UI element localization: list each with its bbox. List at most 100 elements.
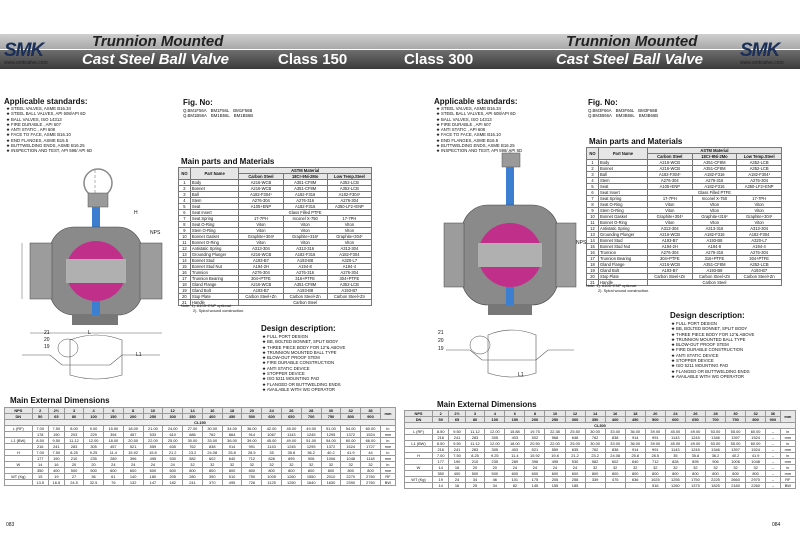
fig-code: BM1B56L	[210, 113, 230, 119]
row-label	[403, 482, 434, 489]
table-cell: 76	[102, 479, 124, 486]
star-bullet: ★	[6, 132, 12, 138]
list-item: ★ FACE TO FACE, ASME B16.10	[436, 132, 522, 137]
table-cell: 370	[201, 479, 223, 486]
table-cell: 32.5	[83, 479, 104, 486]
fig-code: BM1F56L	[210, 108, 230, 113]
dim-label-l1: L1	[518, 372, 524, 378]
standards-heading: Applicable standards:	[4, 97, 88, 106]
star-bullet: ★	[262, 371, 268, 377]
list-item-text: BLOW-OUT PROOF STEM	[676, 342, 729, 348]
star-bullet: ★	[671, 347, 677, 353]
star-bullet: ★	[6, 121, 12, 127]
star-bullet: ★	[671, 336, 676, 342]
row-unit: BW	[379, 479, 397, 486]
smk-logo: SMK www.smkvalve.com	[740, 40, 784, 66]
list-item: ★ ANTI STATIC , API 608	[6, 127, 92, 132]
list-item-text: FIRE DURABLE , API 607	[441, 121, 491, 127]
star-bullet: ★	[6, 106, 12, 111]
table-cell	[624, 482, 646, 489]
design-list: ★ FULL PORT DESIGN★ BB, BOLTED BONNET, S…	[671, 321, 754, 379]
table-cell	[604, 482, 626, 489]
dim-label-h: H	[134, 210, 138, 216]
table-cell: 1825	[704, 482, 727, 489]
star-bullet: ★	[436, 106, 442, 111]
list-item-text: STOPPER DEVICE	[267, 371, 305, 377]
title-line-1: Trunnion Mounted	[566, 33, 698, 50]
star-bullet: ★	[436, 137, 442, 143]
star-bullet: ★	[671, 358, 677, 364]
star-bullet: ★	[262, 339, 268, 345]
table-cell: 516	[644, 482, 666, 489]
standards-heading: Applicable standards:	[434, 97, 518, 106]
unit-header: mm	[379, 407, 397, 420]
fig-code: BM3B66B	[638, 113, 659, 119]
table-cell: --	[765, 482, 781, 489]
star-bullet: ★	[671, 321, 677, 326]
list-item: ★ FLANGED OR BUTTWELDING ENDS	[671, 369, 754, 374]
list-item: ★ AVAILABLE WITH WG OPERATOR	[671, 374, 754, 379]
table-cell: 241	[182, 479, 203, 486]
dims-heading: Main External Dimensions	[10, 396, 110, 405]
star-bullet: ★	[436, 143, 442, 149]
standards-list: ★ STEEL VALVES, ASME B16.34★ STEEL BALL …	[6, 106, 92, 154]
star-bullet: ★	[671, 368, 677, 374]
list-item-text: FIRE DURABLE , API 607	[11, 121, 61, 127]
list-item-text: STOPPER DEVICE	[676, 358, 714, 364]
title-line-1: Trunnion Mounted	[92, 33, 224, 50]
fig-heading: Fig. No:	[588, 98, 618, 107]
list-item: ★ THREE PIECE BODY FOR 12"& ABOVE	[671, 332, 754, 337]
list-item-text: INSPECTION AND TEST, API 598/ API 6D	[11, 148, 93, 154]
col-no: NO	[586, 147, 599, 160]
materials-notes: Note: 1). A105+ENP optional.2). Spiral w…	[181, 303, 245, 313]
list-item: ★ STEEL VALVES, ASME B16.34	[436, 106, 522, 111]
table-cell: 1630	[320, 479, 342, 486]
col-part-name: Part Name	[189, 167, 240, 180]
dim-label-nps: NPS	[150, 230, 161, 236]
star-bullet: ★	[436, 148, 442, 154]
list-item: ★ ISO 5211 MOUNTING PAD	[262, 376, 345, 381]
list-item: ★ STEEL BALL VALVES, API 608/API 6D	[436, 111, 522, 116]
table-cell: 155	[544, 482, 566, 489]
page-number: 084	[772, 522, 781, 528]
list-item: ★ END FLANGES, ASME B16.5	[436, 138, 522, 143]
star-bullet: ★	[671, 363, 677, 369]
design-list: ★ FULL PORT DESIGN★ BB, BOLTED BONNET, S…	[262, 334, 345, 392]
list-item-text: ANTI STATIC , API 608	[440, 127, 486, 133]
list-item-text: ISO 5211 MOUNTING PAD	[267, 376, 320, 382]
unit-header: mm	[779, 410, 797, 423]
header-band-light	[0, 34, 400, 49]
title-line-2: Cast Steel Ball Valve	[82, 51, 230, 68]
star-bullet: ★	[262, 355, 268, 361]
list-item: ★ FLANGED OR BUTTWELDING ENDS	[262, 382, 345, 387]
list-item-text: AVAILABLE WITH WG OPERATOR	[266, 386, 336, 392]
list-item: ★ BALL VALVES, ISO 14313	[436, 117, 522, 122]
star-bullet: ★	[262, 365, 267, 371]
table-cell: Carbon Steel+Zn	[326, 293, 373, 300]
list-item: ★ END FLANGES, ASME B16.5	[6, 138, 92, 143]
list-item: ★ BLOW-OUT PROOF STEM	[671, 342, 754, 347]
list-item-text: END FLANGES, ASME B16.5	[441, 137, 499, 143]
list-item: ★ ANTI STATIC DEVICE	[671, 353, 754, 358]
list-item-text: FULL PORT DESIGN	[676, 321, 718, 326]
col-no: NO	[178, 167, 191, 180]
table-cell: Carbon Steel+Zn	[736, 273, 782, 280]
star-bullet: ★	[6, 127, 11, 133]
list-item-text: STEEL BALL VALVES, API 608/API 6D	[11, 111, 86, 117]
star-bullet: ★	[671, 352, 676, 358]
list-item-text: BB, BOLTED BONNET, SPLIT BODY	[267, 339, 339, 345]
